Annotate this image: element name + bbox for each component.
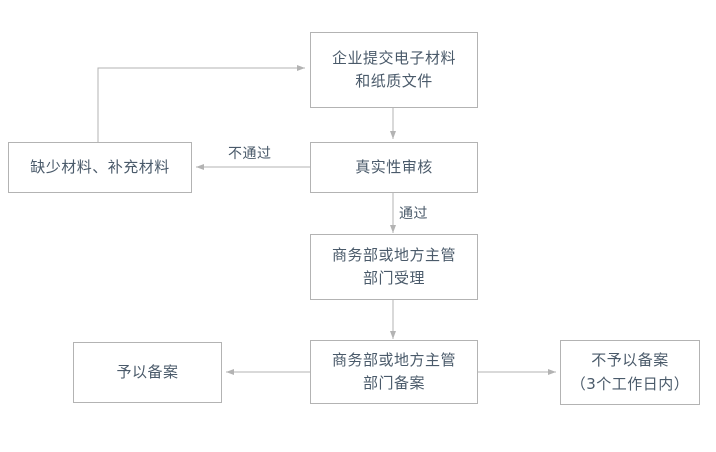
node-approved-record-line1: 予以备案 <box>116 362 179 381</box>
edge-label-pass: 通过 <box>399 206 428 222</box>
node-rejected-record[interactable]: 不予以备案 （3个工作日内） <box>560 340 700 405</box>
node-department-record-line2: 部门备案 <box>362 374 425 392</box>
node-department-accept[interactable]: 商务部或地方主管 部门受理 <box>310 234 478 300</box>
node-missing-materials[interactable]: 缺少材料、补充材料 <box>8 142 192 193</box>
node-rejected-record-line1: 不予以备案 <box>591 351 669 370</box>
node-department-record-line1: 商务部或地方主管 <box>331 350 456 369</box>
node-approved-record[interactable]: 予以备案 <box>73 342 222 403</box>
node-submit-materials-line1: 企业提交电子材料 <box>331 48 456 67</box>
node-department-record[interactable]: 商务部或地方主管 部门备案 <box>310 340 478 404</box>
node-authenticity-review-line1: 真实性审核 <box>355 157 433 176</box>
node-submit-materials-line2: 和纸质文件 <box>355 72 433 90</box>
node-rejected-record-line2: （3个工作日内） <box>570 374 690 393</box>
node-department-accept-line2: 部门受理 <box>362 269 425 287</box>
node-department-accept-line1: 商务部或地方主管 <box>331 245 456 264</box>
node-missing-materials-line1: 缺少材料、补充材料 <box>30 157 170 176</box>
edge-missing-to-submit <box>97 65 305 142</box>
node-authenticity-review[interactable]: 真实性审核 <box>310 142 478 193</box>
edge-label-fail: 不通过 <box>228 146 272 162</box>
node-submit-materials[interactable]: 企业提交电子材料 和纸质文件 <box>310 32 478 108</box>
